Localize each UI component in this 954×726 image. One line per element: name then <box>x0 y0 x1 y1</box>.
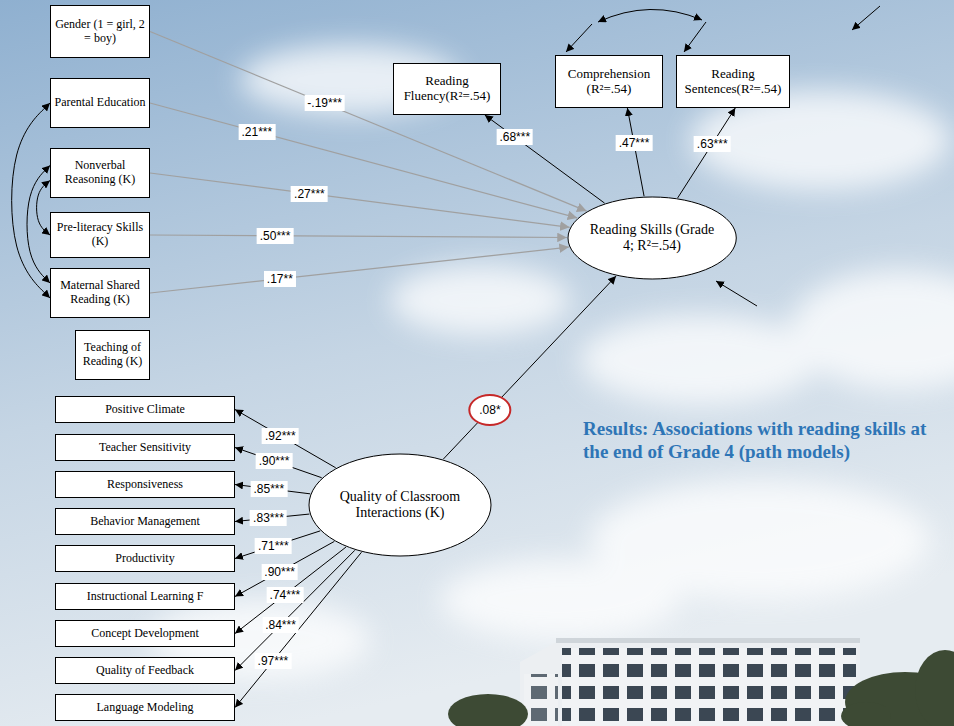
node-label: Teaching of Reading (K) <box>79 341 146 369</box>
indicator-box: Comprehension (R²=.54) <box>555 55 663 108</box>
path-coefficient: .90*** <box>256 453 293 469</box>
trees <box>448 650 954 726</box>
path-coefficient: .63*** <box>694 136 731 152</box>
indicator-box: Reading Fluency(R²=.54) <box>393 63 501 115</box>
path-coefficient: .47*** <box>616 135 653 151</box>
observed-box: Parental Education <box>50 78 150 128</box>
ellipse-shape <box>309 454 491 556</box>
covariance-arrow <box>27 166 50 284</box>
path-arrow <box>235 552 362 707</box>
indicator-box: Quality of Feedback <box>55 657 235 684</box>
path-coefficient: .27*** <box>291 186 328 202</box>
residual-arrows <box>566 6 880 306</box>
node-label: Reading Fluency(R²=.54) <box>397 74 497 104</box>
node-label: Parental Education <box>55 96 146 110</box>
indicator-box: Productivity <box>55 545 235 572</box>
path-coefficient: .92*** <box>262 428 299 444</box>
path-arrow <box>235 547 346 633</box>
node-label: Productivity <box>115 552 174 566</box>
path-arrow <box>627 108 644 196</box>
indicator-box: Responsiveness <box>55 471 235 498</box>
indicator-box: Language Modeling <box>55 694 235 721</box>
indicator-box: Concept Development <box>55 620 235 647</box>
node-label: Comprehension (R²=.54) <box>559 67 659 97</box>
indicator-box: Positive Climate <box>55 396 235 423</box>
latent-ellipse: Reading Skills (Grade 4; R²=.54) <box>567 196 737 280</box>
clouds <box>150 45 954 680</box>
path-coefficient: .50*** <box>257 228 294 244</box>
covariance-arrow <box>37 181 50 236</box>
node-label: Gender (1 = girl, 2 = boy) <box>54 18 146 46</box>
observed-box: Gender (1 = girl, 2 = boy) <box>50 5 150 58</box>
node-label: Behavior Management <box>90 515 200 529</box>
observed-box: Maternal Shared Reading (K) <box>50 268 150 318</box>
path-coefficient: .85*** <box>250 481 287 497</box>
node-label: Maternal Shared Reading (K) <box>54 279 146 307</box>
residual-arrow <box>566 24 592 52</box>
slide-title: Results: Associations with reading skill… <box>583 418 943 464</box>
covariance-arrow <box>12 103 50 298</box>
path-coefficient: .17** <box>264 271 296 287</box>
indicator-box: Instructional Learning F <box>55 583 235 610</box>
building <box>520 638 860 726</box>
indicator-box: Teacher Sensitivity <box>55 434 235 461</box>
path-coefficient: .08* <box>468 394 511 426</box>
node-label: Instructional Learning F <box>87 590 204 604</box>
path-arrow <box>150 173 570 227</box>
path-arrow <box>150 32 587 212</box>
observed-box: Pre-literacy Skills (K) <box>50 212 150 258</box>
node-label: Pre-literacy Skills (K) <box>54 221 146 249</box>
residual-arrow <box>716 281 757 306</box>
path-coefficient: .90*** <box>261 564 298 580</box>
path-arrow <box>678 108 736 198</box>
path-coefficient: -.19*** <box>304 95 345 111</box>
node-label: Nonverbal Reasoning (K) <box>54 159 146 187</box>
path-coefficient: .68*** <box>496 129 533 145</box>
path-arrow <box>150 235 567 237</box>
residual-arrow <box>852 6 880 30</box>
path-coefficient: .83*** <box>250 510 287 526</box>
residual-arrow <box>684 22 706 52</box>
observed-box: Teaching of Reading (K) <box>75 330 150 380</box>
residual-covariance <box>598 9 702 22</box>
path-coefficient: .21*** <box>238 124 275 140</box>
node-label: Positive Climate <box>105 403 185 417</box>
node-label: Quality of Classroom Interactions (K) <box>332 489 468 521</box>
node-label: Quality of Feedback <box>96 664 194 678</box>
node-label: Teacher Sensitivity <box>99 441 191 455</box>
latent-ellipse: Quality of Classroom Interactions (K) <box>308 453 492 557</box>
path-arrow <box>485 115 605 203</box>
path-arrow <box>235 531 320 559</box>
path-coefficient: .71*** <box>255 538 292 554</box>
node-label: Language Modeling <box>97 701 194 715</box>
node-label: Reading Skills (Grade 4; R²=.54) <box>589 222 715 254</box>
path-coefficient: .84*** <box>262 617 299 633</box>
indicator-box: Reading Sentences(R²=.54) <box>676 55 790 108</box>
indicator-box: Behavior Management <box>55 508 235 535</box>
observed-box: Nonverbal Reasoning (K) <box>50 148 150 198</box>
path-coefficient: .97*** <box>255 653 292 669</box>
path-coefficient: .74*** <box>267 587 304 603</box>
node-label: Reading Sentences(R²=.54) <box>680 67 786 97</box>
path-arrow <box>235 550 355 670</box>
path-arrow <box>235 448 322 478</box>
node-label: Responsiveness <box>107 478 183 492</box>
path-arrow <box>150 247 569 293</box>
ellipse-shape <box>568 197 736 279</box>
node-label: Concept Development <box>91 627 199 641</box>
